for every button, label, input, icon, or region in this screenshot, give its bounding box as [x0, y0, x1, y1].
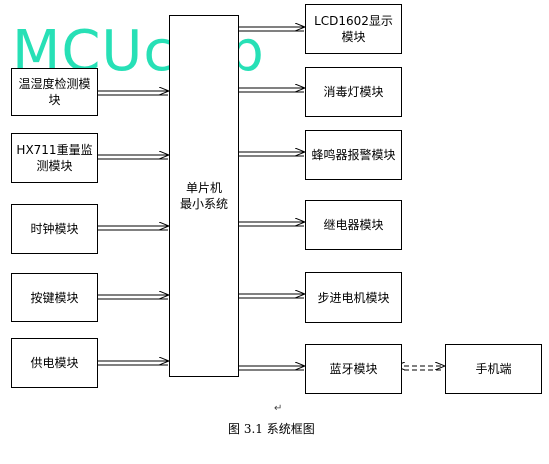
arrow-mcu-to-relay — [238, 222, 304, 227]
right-module-lcd1602: LCD1602显示模块 — [305, 4, 402, 54]
mcu-minimum-system-box: 单片机 最小系统 — [169, 15, 239, 377]
phone-terminal-box: 手机端 — [445, 344, 542, 394]
arrow-mcu-to-lcd — [238, 27, 304, 32]
arrow-mcu-to-disinfect-lamp — [238, 88, 304, 93]
left-module-temp-humidity: 温湿度检测模块 — [11, 68, 98, 116]
arrow-keys-to-mcu — [98, 295, 168, 300]
arrow-mcu-bluetooth-bidirectional — [238, 366, 304, 371]
right-module-relay: 继电器模块 — [305, 200, 402, 250]
left-module-hx711: HX711重量监测模块 — [11, 133, 98, 183]
mcu-label-line1: 单片机 — [185, 181, 222, 195]
right-module-disinfect-lamp: 消毒灯模块 — [305, 67, 402, 117]
right-module-bluetooth: 蓝牙模块 — [305, 344, 402, 394]
figure-caption: 图 3.1 系统框图 — [228, 422, 315, 436]
arrow-mcu-to-stepper — [238, 294, 304, 299]
return-mark: ↵ — [274, 403, 283, 414]
arrow-bluetooth-phone-dashed — [404, 366, 444, 371]
right-module-stepper-motor: 步进电机模块 — [305, 272, 402, 323]
arrow-temp-humidity-to-mcu — [98, 91, 168, 96]
left-module-clock: 时钟模块 — [11, 204, 98, 254]
arrow-hx711-to-mcu — [98, 155, 168, 160]
right-module-buzzer-alarm: 蜂鸣器报警模块 — [305, 130, 402, 180]
left-module-keys: 按键模块 — [11, 273, 98, 322]
arrow-clock-to-mcu — [98, 226, 168, 231]
left-module-power: 供电模块 — [11, 338, 98, 388]
arrow-mcu-to-buzzer — [238, 152, 304, 157]
mcu-label-line2: 最小系统 — [179, 197, 228, 211]
arrow-power-to-mcu — [98, 361, 168, 366]
